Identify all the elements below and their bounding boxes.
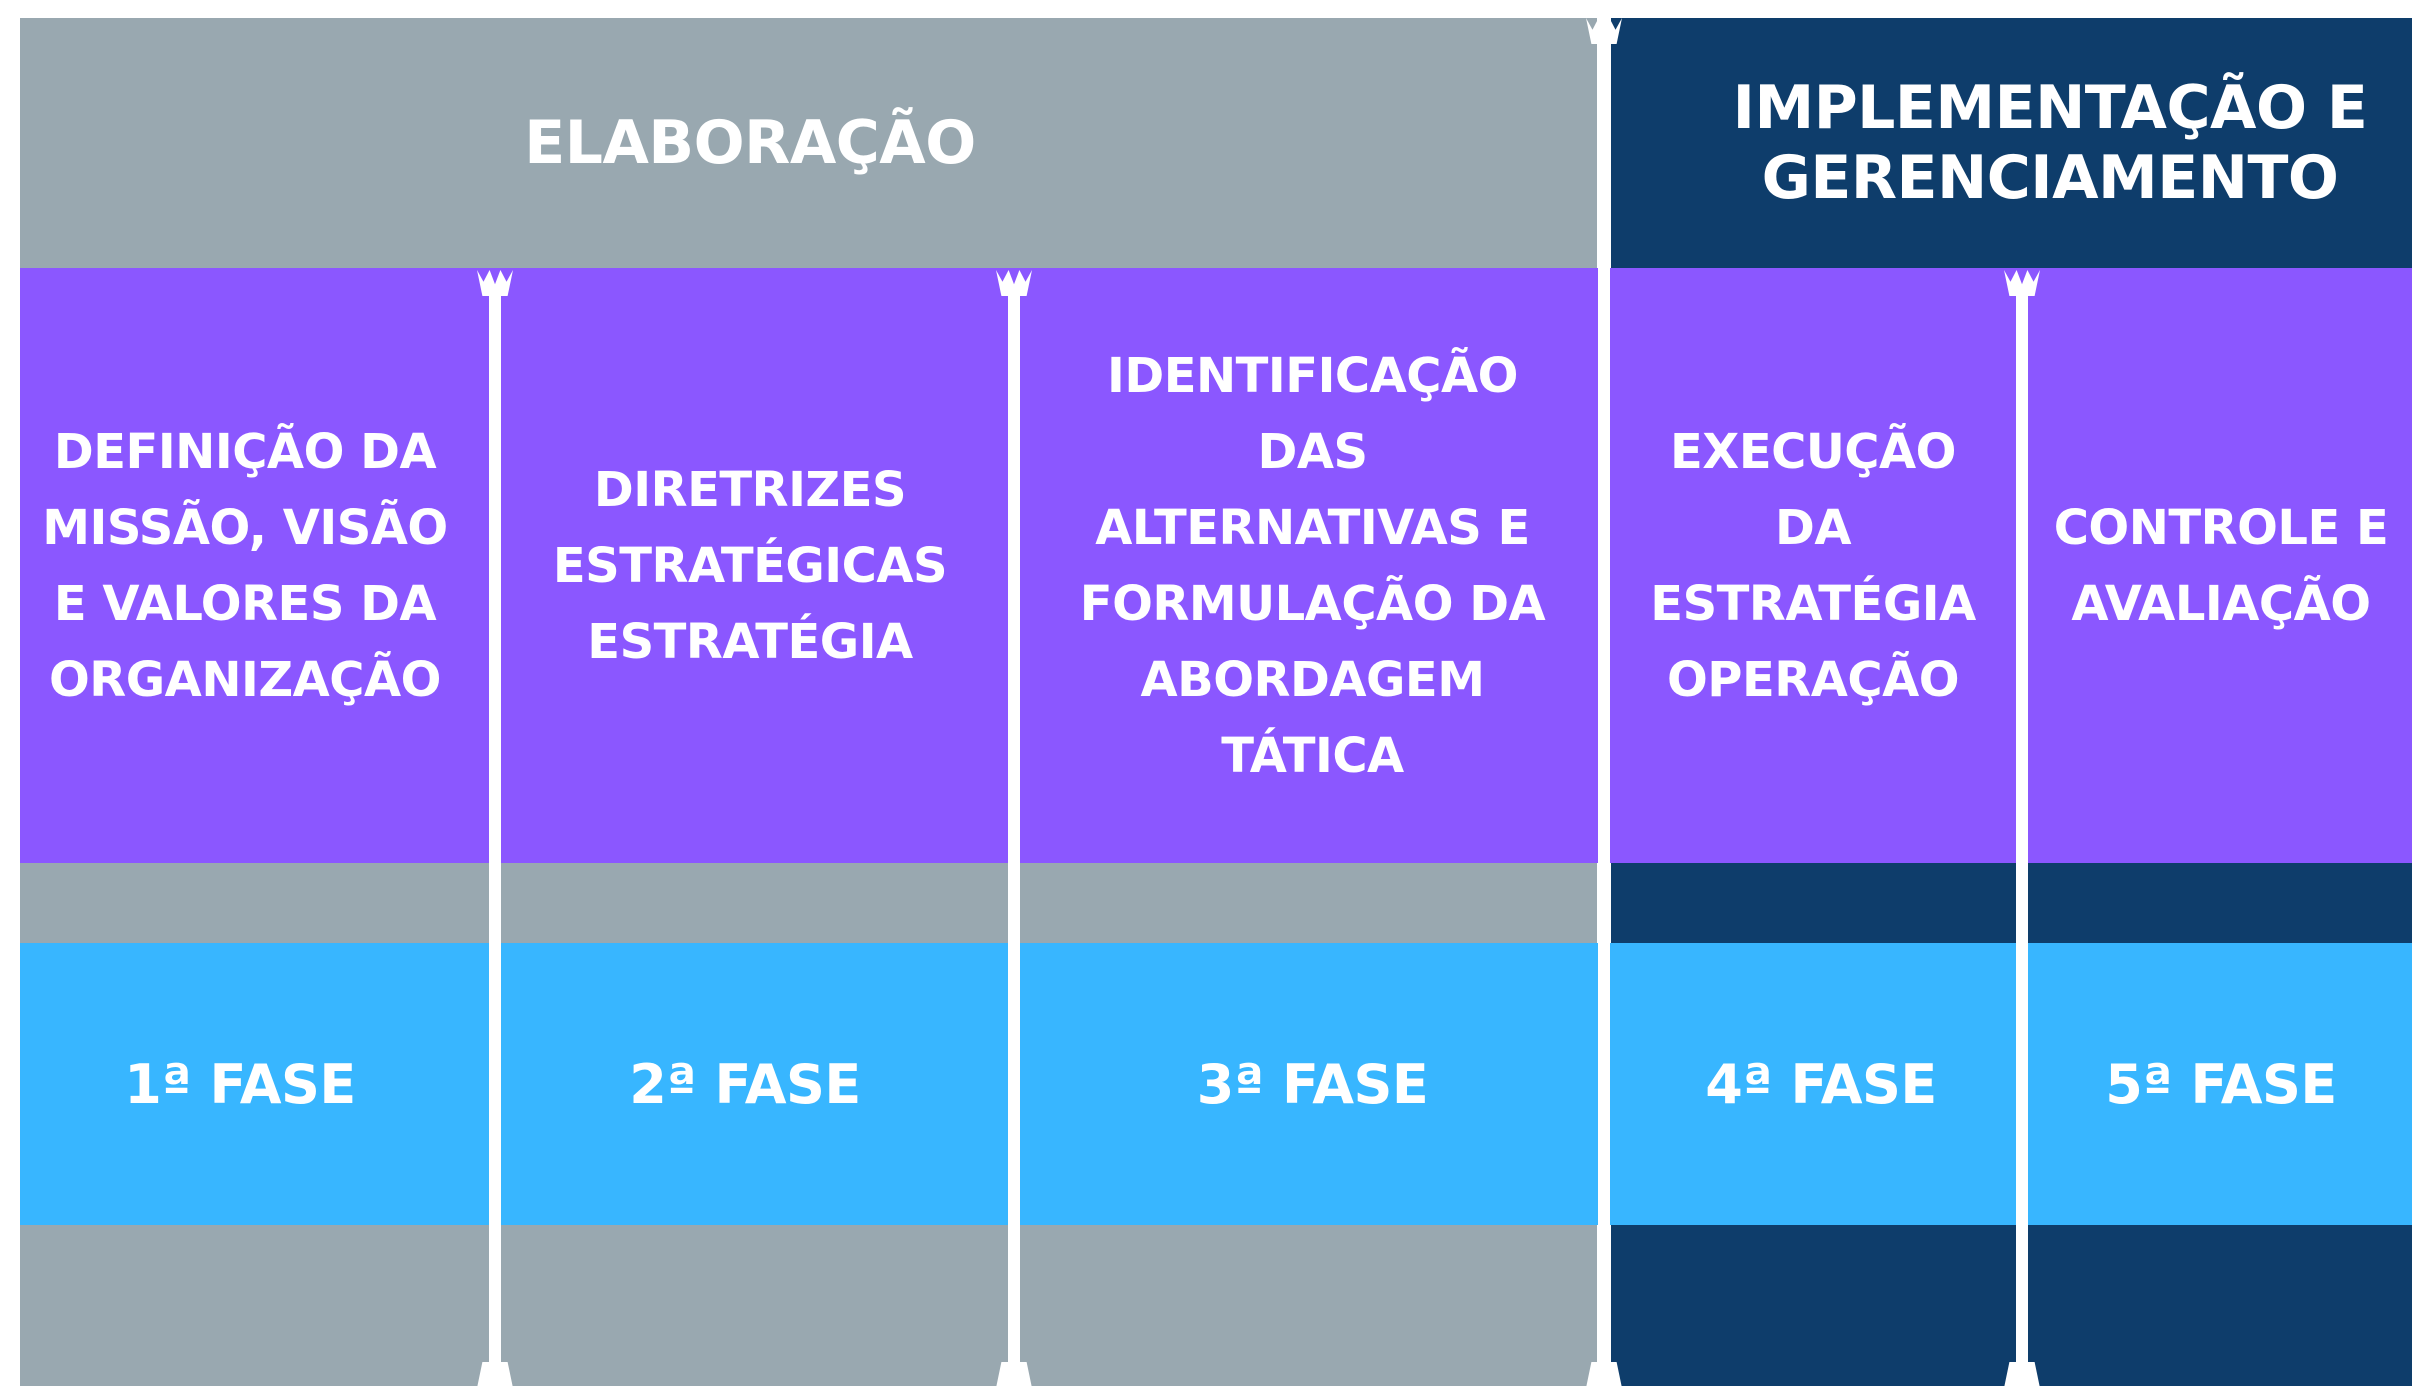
- divider-cap-bottom: [477, 1362, 513, 1388]
- divider-cap-bottom: [996, 1362, 1032, 1388]
- fase-4-label: 4ª FASE: [1705, 1052, 1937, 1116]
- fase-row: [20, 943, 2412, 1225]
- fase-3-label: 3ª FASE: [1196, 1052, 1429, 1116]
- divider-pole: [1008, 290, 1020, 1370]
- phase-5-title: CONTROLE E AVALIAÇÃO: [2053, 499, 2389, 632]
- phase-2-title: DIRETRIZES ESTRATÉGICAS ESTRATÉGIA: [552, 461, 948, 670]
- divider-cap-bottom: [2004, 1362, 2040, 1388]
- phase-3-title: IDENTIFICAÇÃO DAS ALTERNATIVAS E FORMULA…: [1079, 347, 1546, 784]
- elaboracao-header: ELABORAÇÃO: [524, 108, 976, 178]
- fase-5-label: 5ª FASE: [2105, 1052, 2337, 1116]
- divider-cap-bottom: [1586, 1362, 1622, 1388]
- phase-row: [20, 268, 2412, 863]
- phase-4-title: EXECUÇÃO DA ESTRATÉGIA OPERAÇÃO: [1650, 423, 1976, 708]
- implementacao-header: IMPLEMENTAÇÃO E GERENCIAMENTO: [1732, 73, 2368, 213]
- divider-pole: [2016, 290, 2028, 1370]
- fase-2-label: 2ª FASE: [629, 1052, 861, 1116]
- phase-1-title: DEFINIÇÃO DA MISSÃO, VISÃO E VALORES DA …: [42, 423, 448, 708]
- fase-1-label: 1ª FASE: [124, 1052, 356, 1116]
- divider-pole: [489, 290, 501, 1370]
- divider-pole: [1598, 38, 1610, 1370]
